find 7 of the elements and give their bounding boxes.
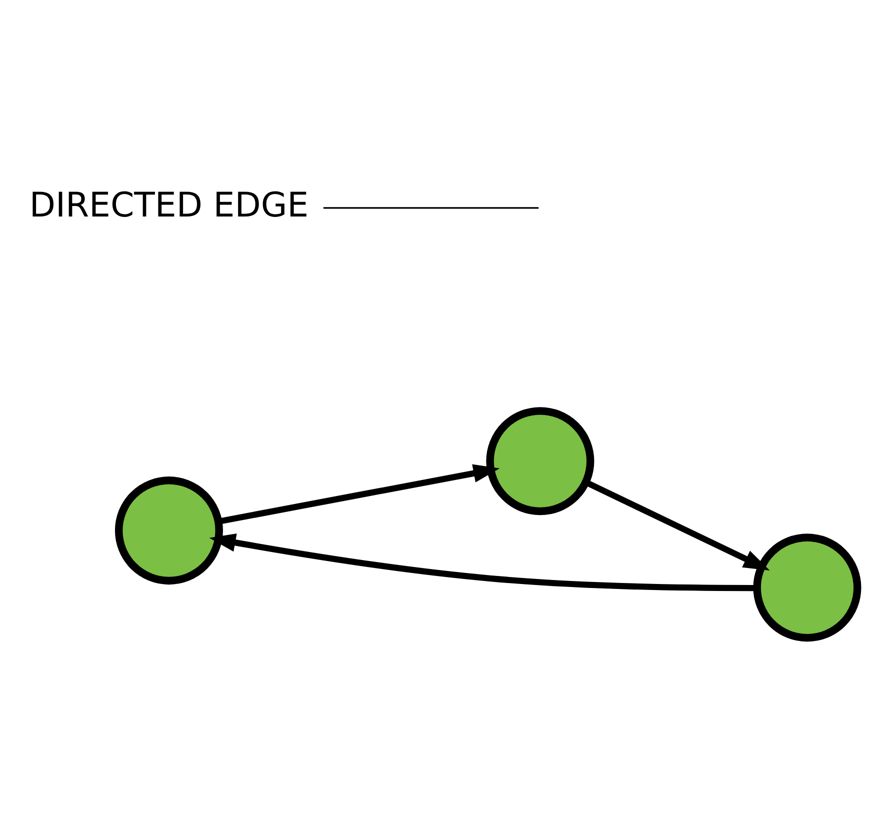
node-circle (753, 533, 862, 642)
node-circle (486, 406, 594, 515)
node-circle (114, 476, 223, 584)
arrow (218, 464, 500, 524)
node-text: DIRECTED EDGE (29, 185, 309, 226)
arrow (584, 478, 770, 570)
connector (323, 206, 539, 208)
